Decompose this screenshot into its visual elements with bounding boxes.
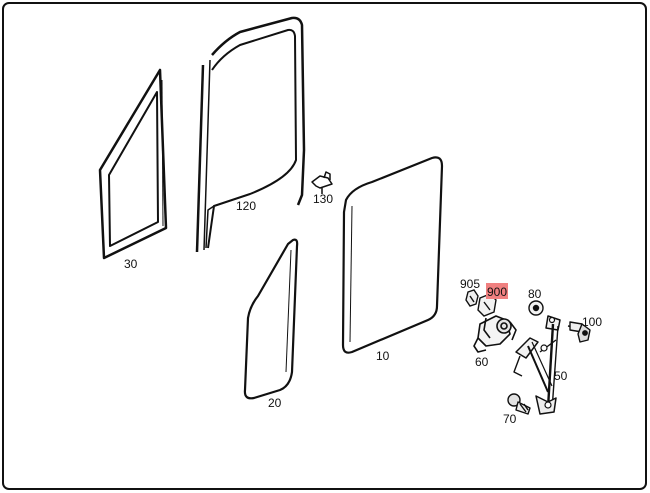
part-100-bolt[interactable] [567, 321, 591, 343]
part-30-vent-seal[interactable] [98, 68, 168, 260]
part-905-plug[interactable] [465, 289, 479, 307]
part-label-60[interactable]: 60 [475, 355, 489, 369]
part-130-clip[interactable] [311, 171, 333, 194]
part-label-900[interactable]: 900 [487, 285, 507, 299]
part-label-120[interactable]: 120 [236, 199, 256, 213]
part-60-motor[interactable] [473, 315, 517, 353]
part-label-30[interactable]: 30 [124, 257, 138, 271]
part-70-screw[interactable] [507, 393, 531, 415]
part-label-130[interactable]: 130 [313, 192, 333, 206]
part-label-80[interactable]: 80 [528, 287, 542, 301]
part-label-100[interactable]: 100 [582, 315, 602, 329]
part-label-10[interactable]: 10 [376, 349, 390, 363]
part-label-905[interactable]: 905 [460, 277, 480, 291]
part-50-regulator[interactable] [513, 315, 561, 415]
part-900-highlight [486, 283, 508, 299]
part-label-20[interactable]: 20 [268, 396, 282, 410]
part-120-door-seal[interactable] [195, 16, 306, 253]
part-20-vent-glass[interactable] [243, 238, 299, 400]
part-label-50[interactable]: 50 [554, 369, 568, 383]
part-label-70[interactable]: 70 [503, 412, 517, 426]
part-80-nut[interactable] [528, 300, 544, 316]
part-10-door-glass[interactable] [341, 156, 444, 354]
